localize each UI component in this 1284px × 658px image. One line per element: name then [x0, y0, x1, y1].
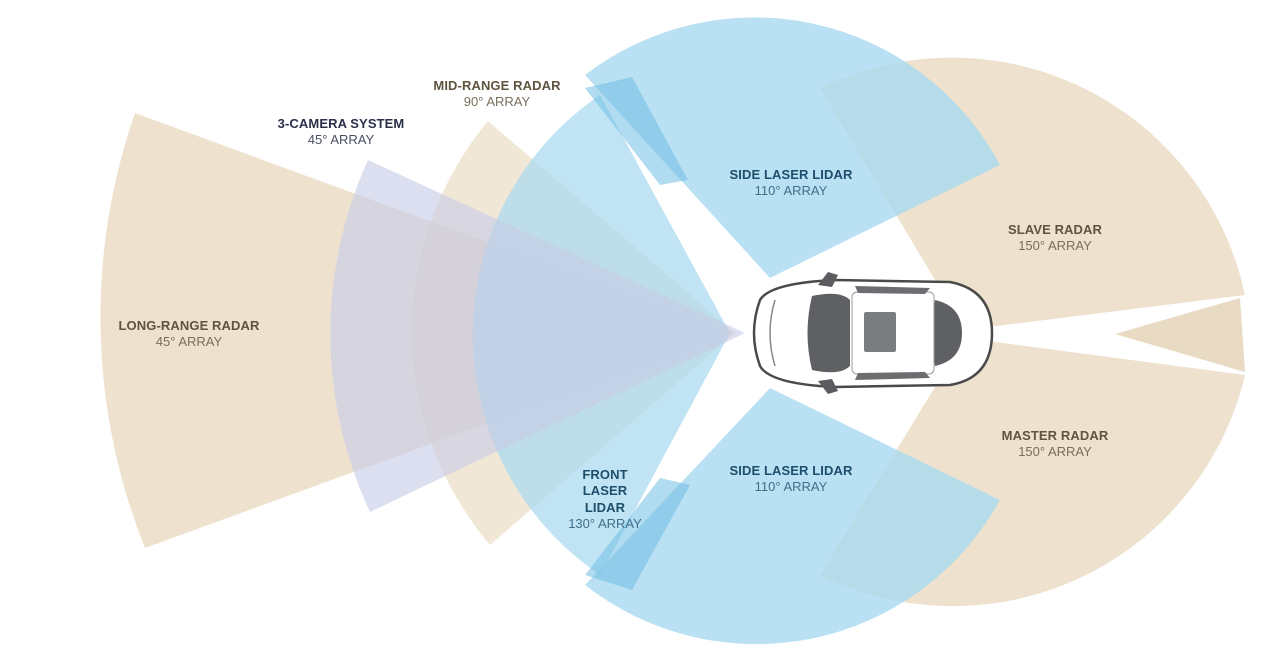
car-side-window-top: [855, 286, 930, 294]
long-range-radar-label: LONG-RANGE RADAR 45° ARRAY: [119, 318, 260, 351]
side-lidar-top-name: SIDE LASER LIDAR: [729, 167, 853, 182]
slave-radar-array: 150° ARRAY: [1018, 238, 1092, 254]
master-radar-name: MASTER RADAR: [1001, 428, 1109, 443]
car-sunroof: [864, 312, 896, 352]
slave-radar-label: SLAVE RADAR 150° ARRAY: [1008, 222, 1102, 255]
rear-radar-overlap: [1115, 298, 1245, 372]
camera-system-zone: [330, 160, 745, 512]
mid-range-radar-name: MID-RANGE RADAR: [433, 78, 561, 93]
side-lidar-top-array: 110° ARRAY: [754, 183, 828, 199]
long-range-radar-array: 45° ARRAY: [155, 334, 223, 350]
front-lidar-name-line-2: LASER: [582, 483, 628, 499]
front-lidar-name-line-3: LIDAR: [584, 499, 626, 515]
car-rear-window: [932, 300, 962, 366]
front-lidar-name-line-1: FRONT: [582, 467, 628, 482]
camera-system-array: 45° ARRAY: [307, 132, 375, 148]
side-lidar-top-label: SIDE LASER LIDAR 110° ARRAY: [730, 167, 853, 200]
side-lidar-bottom-name: SIDE LASER LIDAR: [729, 463, 853, 478]
coverage-zones: [100, 17, 1245, 645]
lidar-overlap-bottom: [585, 478, 690, 590]
car-mirror-top: [818, 272, 838, 287]
master-radar-label: MASTER RADAR 150° ARRAY: [1002, 428, 1109, 461]
mid-range-radar-array: 90° ARRAY: [463, 94, 531, 110]
slave-radar-name: SLAVE RADAR: [1007, 222, 1103, 237]
side-lidar-bottom-label: SIDE LASER LIDAR 110° ARRAY: [730, 463, 853, 496]
side-lidar-bottom-zone: [585, 388, 1000, 645]
camera-system-label: 3-CAMERA SYSTEM 45° ARRAY: [278, 116, 405, 149]
camera-system-name: 3-CAMERA SYSTEM: [277, 116, 405, 131]
car-windshield: [807, 293, 850, 373]
master-radar-array: 150° ARRAY: [1018, 444, 1092, 460]
car-mirror-bottom: [818, 379, 838, 394]
side-lidar-bottom-array: 110° ARRAY: [754, 479, 828, 495]
side-lidar-top-zone: [585, 17, 1000, 278]
car-side-window-bottom: [855, 372, 930, 380]
mid-range-radar-label: MID-RANGE RADAR 90° ARRAY: [433, 78, 560, 111]
car-top-view: [752, 272, 994, 394]
front-lidar-label: FRONT LASER LIDAR 130° ARRAY: [568, 467, 642, 532]
front-lidar-array: 130° ARRAY: [568, 515, 642, 531]
car-hood-line: [769, 299, 776, 367]
lidar-overlap-top: [585, 77, 688, 185]
long-range-radar-name: LONG-RANGE RADAR: [118, 318, 260, 333]
